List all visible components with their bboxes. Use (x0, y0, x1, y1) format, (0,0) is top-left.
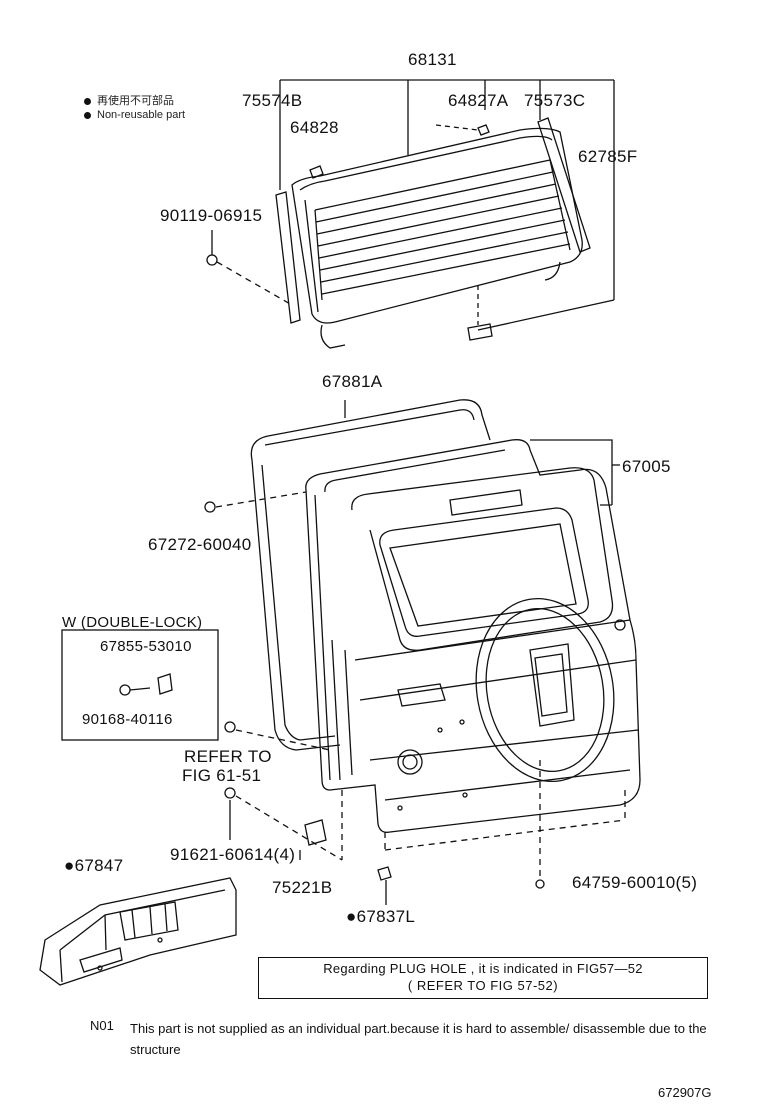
legend-english-text: Non-reusable part (97, 109, 186, 121)
leader-68131 (279, 79, 615, 331)
label-67005: 67005 (622, 457, 671, 476)
back-window-glass (291, 127, 583, 324)
label-90168: 90168-40116 (82, 711, 173, 728)
label-90119: 90119-06915 (160, 206, 263, 225)
moulding-75573c (537, 117, 591, 253)
legend-english: Non-reusable part (84, 109, 185, 121)
label-64828: 64828 (290, 118, 339, 137)
label-refer-fig: FIG 61-51 (182, 766, 262, 785)
label-62785f: 62785F (578, 147, 638, 166)
note-line-2: ( REFER TO FIG 57-52) (407, 978, 559, 993)
legend-japanese: 再使用不可部品 (84, 92, 174, 108)
label-75574b: 75574B (242, 91, 303, 110)
back-door-panel (305, 439, 641, 833)
label-64759: 64759-60010(5) (572, 873, 698, 892)
weatherstrip-67881a (250, 399, 491, 751)
footnote-text: This part is not supplied as an individu… (130, 1021, 707, 1057)
bullet-icon (84, 97, 91, 105)
label-75221b: 75221B (272, 878, 333, 897)
label-refer-to: REFER TO (184, 747, 272, 766)
label-91621: 91621-60614(4) (170, 845, 296, 864)
label-68131: 68131 (408, 50, 457, 69)
plug-hole-note: Regarding PLUG HOLE , it is indicated in… (258, 957, 708, 999)
legend-japanese-text: 再使用不可部品 (97, 95, 174, 107)
bullet-icon (84, 111, 91, 119)
double-lock-box (61, 629, 219, 741)
label-w-double-lock: W (DOUBLE-LOCK) (62, 614, 203, 631)
trim-panel-67847 (39, 877, 237, 986)
label-67837l: ●67837L (346, 907, 416, 926)
footnote-code: N01 (90, 1018, 114, 1033)
label-75573c: 75573C (524, 91, 586, 110)
label-67272: 67272-60040 (148, 535, 252, 554)
label-67881a: 67881A (322, 372, 383, 391)
hinge-75221b (304, 819, 327, 846)
figure-number: 672907G (658, 1085, 712, 1100)
label-64827a: 64827A (448, 91, 509, 110)
label-67847: ●67847 (64, 856, 124, 875)
note-line-1: Regarding PLUG HOLE , it is indicated in… (323, 961, 643, 976)
label-67855: 67855-53010 (100, 638, 192, 655)
moulding-75574b (275, 191, 301, 324)
